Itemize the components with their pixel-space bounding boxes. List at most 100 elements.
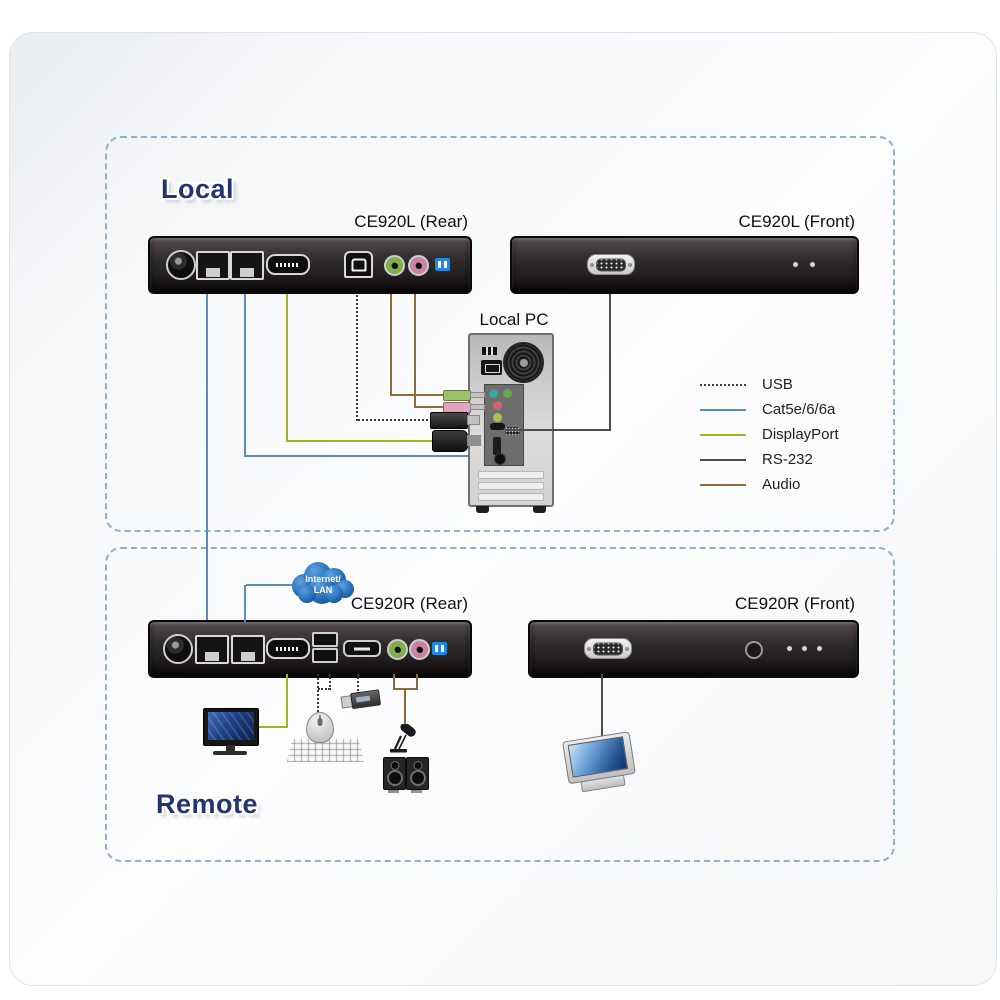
power-inlet-icon (481, 360, 502, 375)
cable-cat5-lan-h (246, 584, 294, 586)
cloud-text-line2: LAN (314, 585, 333, 595)
pc-serial-port-icon (505, 427, 520, 435)
led-indicator-icon (810, 262, 815, 267)
usb-line-sample (700, 383, 746, 386)
local-section-label: Local (161, 174, 235, 204)
cable-usb-mouse-v (317, 674, 319, 712)
local-section-box (105, 136, 895, 532)
ce920l-front-panel (510, 236, 859, 294)
cable-audio-green-local-v (390, 290, 392, 396)
power-jack-icon (163, 634, 193, 664)
legend-row-cat5: Cat5e/6/6a (700, 397, 839, 422)
ce920r-front-panel (528, 620, 859, 678)
displayport-port-icon (266, 254, 310, 275)
mouse-icon (306, 712, 334, 743)
db9-serial-port-icon (587, 254, 635, 275)
pc-usb-port-icon (490, 423, 505, 430)
cable-rs232-local-h (505, 429, 611, 431)
cable-usb-kbd-h (318, 688, 330, 690)
cable-audio-pink-local-h (416, 406, 444, 408)
cable-audio-remote-drop (404, 690, 406, 728)
cable-usb-local-h (358, 419, 432, 421)
pc-mic-port-icon (493, 401, 502, 410)
background-card (9, 32, 997, 986)
pc-lineout-port-icon (493, 413, 502, 422)
rj45-port-icon (196, 251, 230, 280)
cable-usb-local-v (356, 290, 358, 421)
ce920r-front-label: CE920R (Front) (735, 594, 855, 613)
cable-displayport-local-v (286, 290, 288, 442)
led-indicator-icon (817, 646, 822, 651)
rj45-port-icon (231, 635, 265, 664)
cat5-line-sample (700, 408, 746, 411)
legend-row-rs232: RS-232 (700, 447, 839, 472)
touch-panel-icon (562, 731, 640, 797)
grounding-terminal-icon (432, 642, 447, 655)
ps2-mouse-port-icon (489, 389, 498, 398)
local-pc-tower (468, 333, 554, 513)
keyboard-icon (287, 739, 364, 762)
ce920l-rear-label: CE920L (Rear) (354, 212, 468, 231)
led-indicator-icon (802, 646, 807, 651)
ce920l-front-label: CE920L (Front) (738, 212, 855, 231)
legend-label: USB (762, 376, 793, 393)
cable-usb-kbd-v (329, 674, 331, 690)
pc-displayport-icon (493, 437, 501, 455)
fan-icon (503, 342, 544, 383)
cable-cat5-local-to-remote (206, 290, 208, 622)
ce920r-rear-panel (148, 620, 472, 678)
cable-rs232-local-v (609, 290, 611, 431)
pc-lan-port-icon (494, 453, 506, 465)
cable-audio-remote-v2 (416, 674, 418, 690)
speakers-icon (383, 757, 429, 793)
audio-jack-green-icon (384, 255, 405, 276)
cable-displayport-remote-h (254, 726, 288, 728)
legend-row-displayport: DisplayPort (700, 422, 839, 447)
local-pc-label: Local PC (479, 310, 549, 329)
power-jack-icon (166, 250, 196, 280)
cable-audio-green-local-h (392, 394, 444, 396)
rj45-port-icon (195, 635, 229, 664)
pc-io-panel (484, 384, 524, 466)
db9-serial-port-icon (584, 638, 632, 659)
displayport-port-icon (266, 638, 310, 659)
legend-label: Cat5e/6/6a (762, 401, 836, 418)
voltage-switch-icon (482, 347, 497, 355)
cable-cat5-lan-v (244, 585, 246, 622)
cloud-icon: Internet/ LAN (292, 562, 354, 604)
legend-label: RS-232 (762, 451, 813, 468)
remote-section-label: Remote (156, 789, 259, 819)
cable-rs232-remote-v (601, 674, 603, 738)
cable-displayport-remote-v (286, 674, 288, 728)
cable-audio-remote-v1 (393, 674, 395, 690)
cable-usb-flash-v (357, 674, 359, 694)
ce920l-rear-panel (148, 236, 472, 294)
microphone-icon (385, 722, 419, 756)
rs232-line-sample (700, 458, 746, 461)
pc-foot (533, 506, 546, 513)
ce920r-rear-label: CE920R (Rear) (350, 594, 468, 613)
audio-line-sample (700, 483, 746, 486)
remote-section-box (105, 547, 895, 862)
internet-lan-cloud: Internet/ LAN (286, 556, 360, 608)
usb-b-port-icon (344, 251, 373, 278)
audio-jack-green-icon (387, 639, 408, 660)
cable-displayport-local-h (288, 440, 436, 442)
cable-cat5-to-pc-v (244, 290, 246, 457)
usb-a-port-icon (343, 640, 381, 657)
rj45-port-icon (230, 251, 264, 280)
vent-slot (478, 493, 544, 501)
cable-cat5-to-pc-h (246, 455, 498, 457)
monitor-icon (203, 708, 259, 746)
legend-label: DisplayPort (762, 426, 839, 443)
cable-audio-pink-local-v (414, 290, 416, 408)
audio-jack-pink-icon (409, 639, 430, 660)
cloud-text-line1: Internet/ (305, 574, 341, 584)
ps2-keyboard-port-icon (503, 389, 512, 398)
legend: USB Cat5e/6/6a DisplayPort RS-232 Audio (700, 372, 839, 497)
monitor-base (213, 751, 247, 755)
led-indicator-icon (787, 646, 792, 651)
legend-row-audio: Audio (700, 472, 839, 497)
cable-audio-remote-bridge (393, 688, 418, 690)
